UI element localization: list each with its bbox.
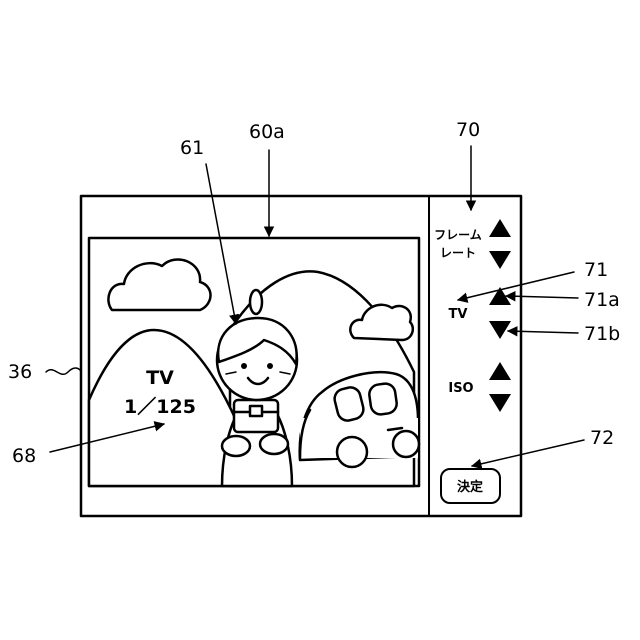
frame-rate-up-button[interactable] — [489, 219, 511, 237]
tv-down-button[interactable] — [489, 321, 511, 339]
frame-rate-label-2: レート — [440, 246, 476, 260]
overlay-tv-value: 1／125 — [124, 395, 196, 418]
ref-72: 72 — [590, 427, 614, 449]
confirm-button-label: 決定 — [457, 479, 483, 495]
confirm-button[interactable]: 決定 — [441, 469, 500, 503]
leader-71b — [508, 331, 578, 333]
iso-up-button[interactable] — [489, 362, 511, 380]
overlay-tv-label: TV — [146, 367, 174, 389]
preview-image: TV 1／125 — [89, 238, 419, 486]
ref-61: 61 — [180, 137, 204, 159]
ref-68: 68 — [12, 445, 36, 467]
leader-36 — [46, 368, 80, 374]
ref-60a: 60a — [249, 121, 285, 143]
iso-down-button[interactable] — [489, 394, 511, 412]
cloud-left-icon — [108, 259, 210, 310]
ref-36: 36 — [8, 361, 32, 383]
ref-71: 71 — [584, 259, 608, 281]
ref-70: 70 — [456, 119, 480, 141]
ref-71b: 71b — [584, 323, 620, 345]
tv-label: TV — [449, 307, 468, 322]
frame-rate-label-1: フレーム — [434, 228, 482, 242]
frame-rate-down-button[interactable] — [489, 251, 511, 269]
leader-72 — [472, 440, 584, 466]
ref-71a: 71a — [584, 289, 620, 311]
leader-71a — [506, 296, 578, 298]
iso-label: ISO — [448, 381, 473, 396]
settings-panel: フレーム レート TV ISO 決定 — [434, 219, 511, 503]
